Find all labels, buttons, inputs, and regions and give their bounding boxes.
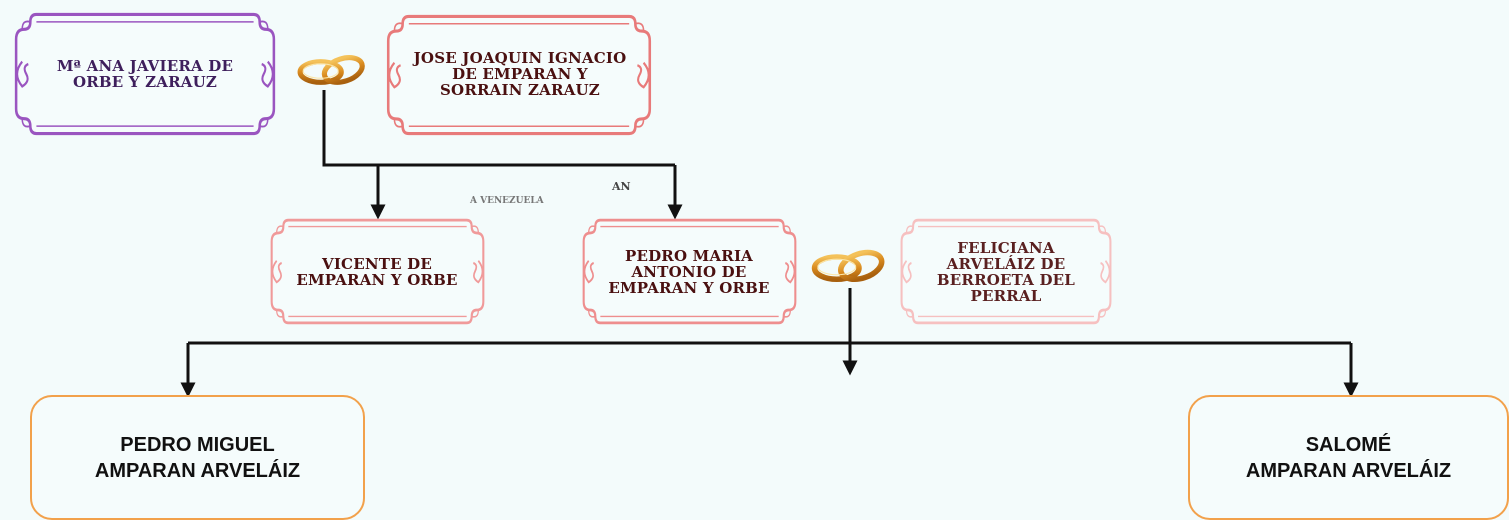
- connector-lines: [180, 90, 1359, 398]
- person-ana: Mª ANA JAVIERA DE ORBE Y ZARAUZ: [56, 56, 234, 91]
- fragment-an-label: AN: [612, 180, 631, 193]
- wedding-rings-icon: [300, 53, 365, 87]
- person-vicente: VICENTE DE EMPARAN Y ORBE: [296, 254, 458, 289]
- wedding-rings-icon: [815, 248, 886, 284]
- parents-descent-line: [322, 90, 675, 167]
- person-feliciana: FELICIANA ARVELÁIZ DE BERROETA DEL PERRA…: [936, 238, 1076, 306]
- person-jose: JOSE JOAQUIN IGNACIO DE EMPARAN Y SORRAI…: [413, 48, 627, 100]
- person-pedro-miguel: PEDRO MIGUEL AMPARAN ARVELÁIZ: [30, 395, 365, 520]
- fragment-venezuela-label: A VENEZUELA: [470, 196, 544, 206]
- person-salome: SALOMÉ AMPARAN ARVELÁIZ: [1188, 395, 1509, 520]
- person-pedro-maria: PEDRO MARIA ANTONIO DE EMPARAN Y ORBE: [608, 246, 770, 298]
